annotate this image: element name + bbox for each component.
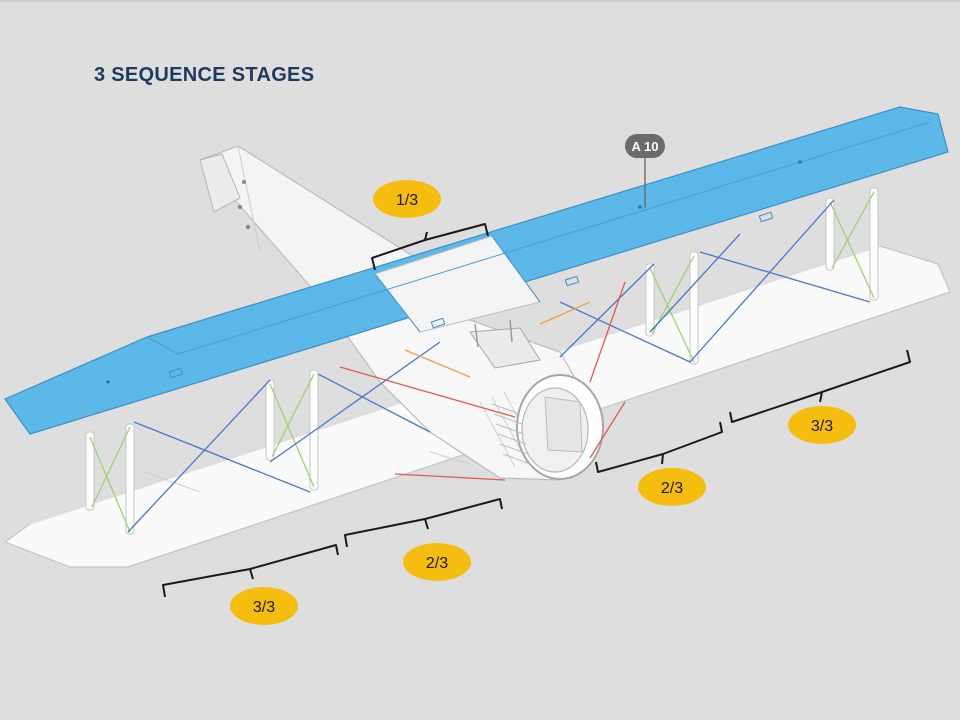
stage-badge-center: 1/3 (373, 180, 441, 218)
rigging-wires-blue (127, 199, 871, 533)
stage-label: 3/3 (253, 599, 275, 616)
bracket-right-inner (595, 421, 723, 473)
upper-wing (4, 106, 949, 435)
strut-bracing-green (89, 191, 875, 533)
stage-badge-left-inner: 2/3 (403, 543, 471, 581)
stage-brackets (162, 223, 911, 598)
bracket-right-outer (729, 349, 911, 423)
bracket-center-top (371, 223, 489, 271)
fuselage (328, 311, 604, 481)
stage-badge-right-inner: 2/3 (638, 468, 706, 506)
stage-label: 2/3 (661, 480, 683, 497)
bracket-left-inner (344, 498, 503, 548)
stage-label: 3/3 (811, 418, 833, 435)
callout-badge (625, 134, 665, 158)
interplane-struts (85, 187, 879, 535)
part-callout: A 10 (625, 134, 665, 208)
callout-label: A 10 (632, 139, 659, 154)
rigging-wires-red (339, 281, 626, 481)
stage-label: 2/3 (426, 555, 448, 572)
bracket-left-outer (162, 544, 339, 598)
stage-badge-right-outer: 3/3 (788, 406, 856, 444)
slide-title: 3 SEQUENCE STAGES (94, 64, 315, 86)
stage-badge-left-outer: 3/3 (230, 587, 298, 625)
stage-label: 1/3 (396, 192, 418, 209)
rigging-wires-orange (404, 301, 591, 378)
